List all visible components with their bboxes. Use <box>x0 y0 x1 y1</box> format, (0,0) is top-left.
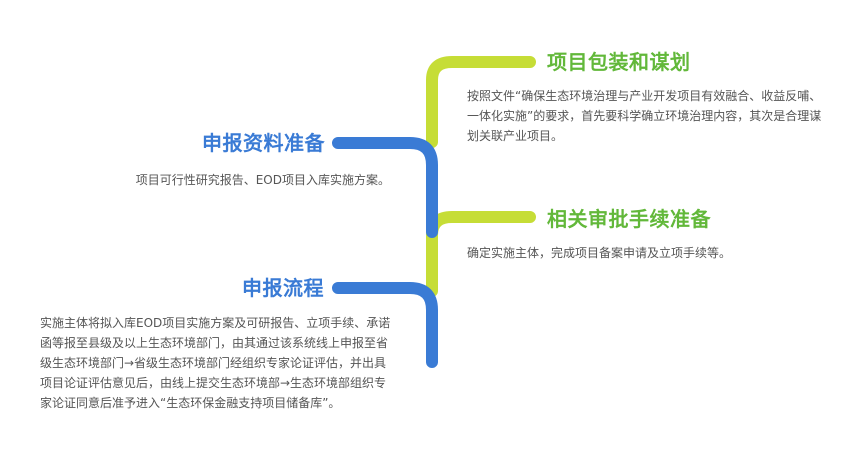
node-desc-process: 实施主体将拟入库EOD项目实施方案及可研报告、立项手续、承诺函等报至县级及以上生… <box>40 316 391 410</box>
node-title-packaging: 项目包装和谋划 <box>547 50 691 74</box>
node-title-approval: 相关审批手续准备 <box>547 207 711 231</box>
node-desc-packaging: 按照文件“确保生态环境治理与产业开发项目有效融合、收益反哺、一体化实施”的要求，… <box>467 89 822 143</box>
node-desc-approval: 确定实施主体，完成项目备案申请及立项手续等。 <box>467 246 732 260</box>
connector-top-right <box>426 56 536 148</box>
node-desc-materials: 项目可行性研究报告、EOD项目入库实施方案。 <box>135 173 390 187</box>
connector-lower-left <box>332 282 438 368</box>
node-title-materials: 申报资料准备 <box>202 131 325 155</box>
connector-upper-left <box>332 137 438 238</box>
node-title-process: 申报流程 <box>242 276 324 300</box>
